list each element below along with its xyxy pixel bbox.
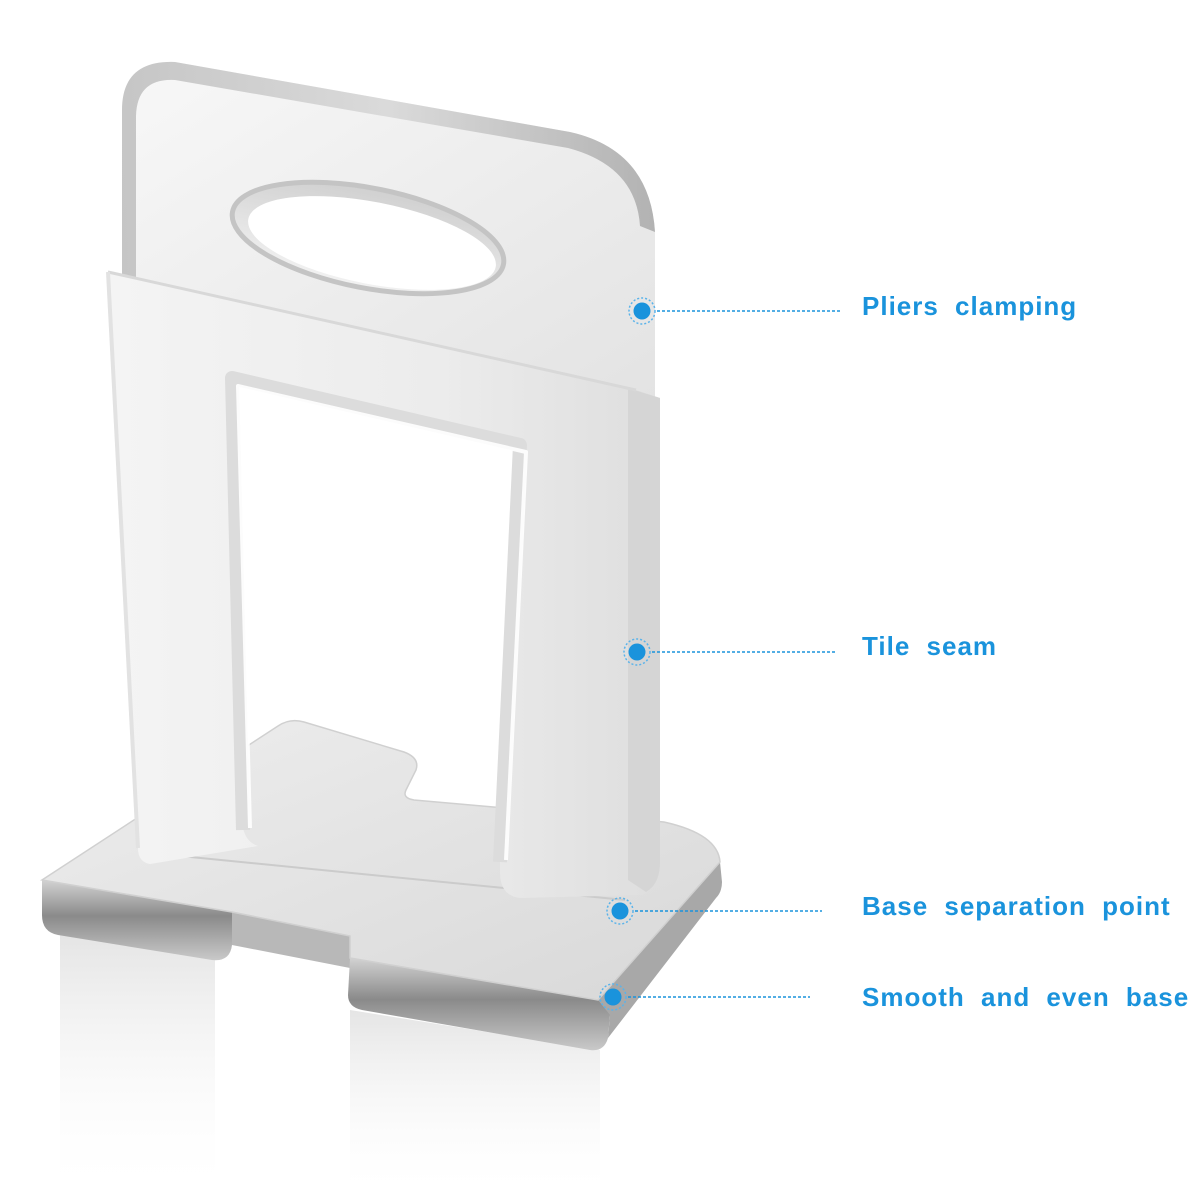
- clip-frame: [106, 270, 660, 898]
- base-reflection: [60, 935, 600, 1200]
- tile-seam-callout: [623, 638, 837, 666]
- smooth-base-label: Smooth and even base: [862, 982, 1190, 1012]
- tile-seam-marker-ring: [623, 638, 651, 666]
- smooth-base-marker: [604, 988, 622, 1006]
- pliers-clamping-label: Pliers clamping: [862, 291, 1078, 321]
- base-separation-point-callout: [606, 897, 822, 925]
- tile-seam-label: Tile seam: [862, 631, 998, 661]
- smooth-base-marker-ring: [599, 983, 627, 1011]
- pliers-clamping-callout: [628, 297, 840, 325]
- base-separation-point-label: Base separation point: [862, 891, 1171, 921]
- tab-hole: [229, 179, 507, 297]
- pliers-clamping-marker-ring: [628, 297, 656, 325]
- smooth-base-callout: [599, 983, 810, 1011]
- tile-seam-marker: [628, 643, 646, 661]
- pliers-clamping-marker: [633, 302, 651, 320]
- base-separation-marker: [611, 902, 629, 920]
- base-separation-marker-ring: [606, 897, 634, 925]
